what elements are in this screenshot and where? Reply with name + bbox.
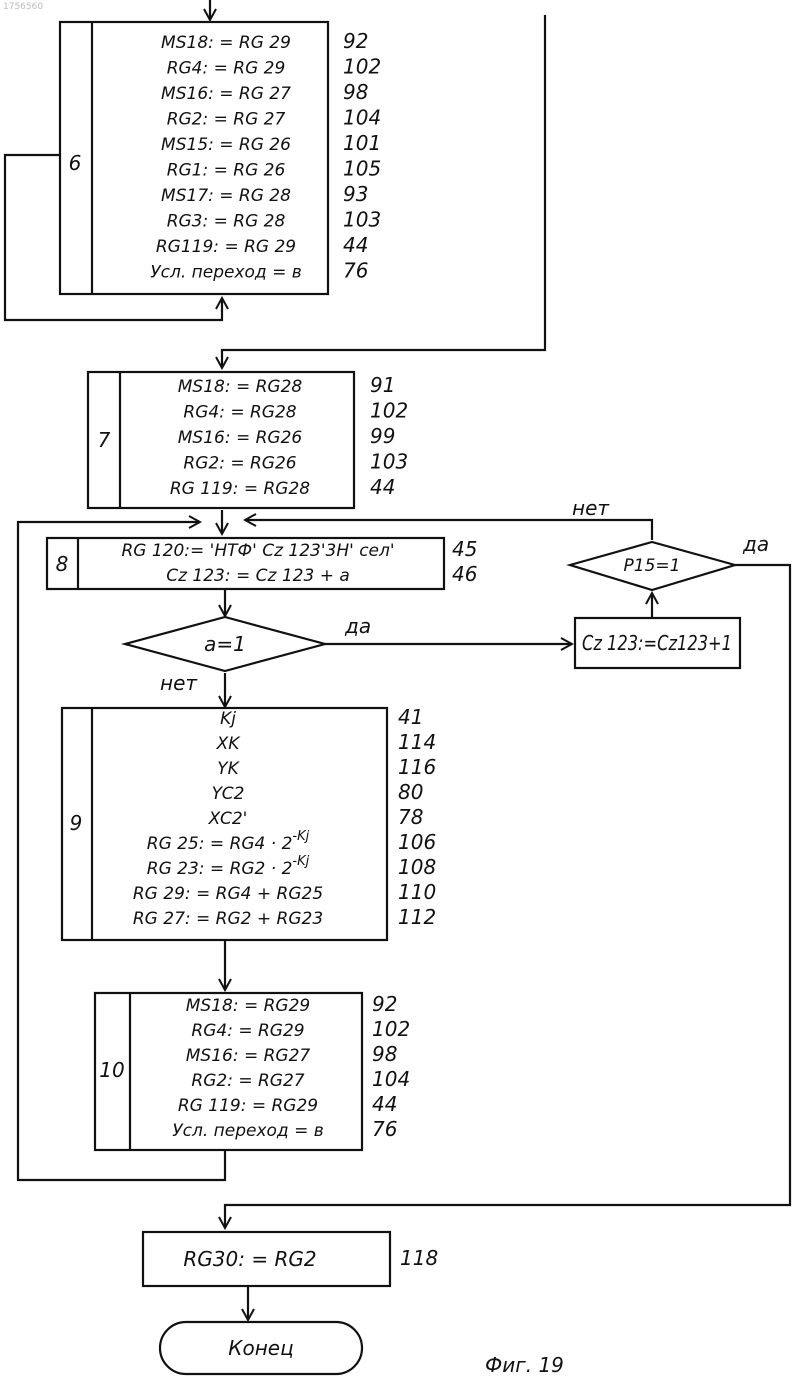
- block-6: 6 MS18: = RG 29 92RG4: = RG 29 102MS16: = …: [60, 22, 381, 294]
- block-10-ref-number: 102: [372, 1017, 410, 1041]
- block-8-label: 8: [56, 552, 69, 576]
- block-7-ref-number: 103: [370, 450, 408, 474]
- block-9-ref-number: 116: [398, 755, 436, 779]
- block-8-statement: Cz 123: = Cz 123 + a: [166, 566, 350, 586]
- decision-p15-text: P15=1: [624, 556, 681, 576]
- block-6-ref-number: 104: [343, 106, 381, 130]
- block-6-ref-number: 103: [343, 208, 381, 232]
- block-10-statement: MS16: = RG27: [186, 1046, 311, 1066]
- block-8-ref-number: 45: [452, 537, 477, 561]
- block-7-ref-number: 102: [370, 399, 408, 423]
- decision-a-text: a=1: [204, 632, 246, 656]
- block-9: 9 Kj41XK114YK116YC280XC2'78RG 25: = RG4 …: [62, 705, 436, 940]
- block-9-statement: XK: [216, 734, 242, 754]
- block-7-ref-number: 91: [370, 373, 395, 397]
- block-9-statement: YC2: [212, 784, 245, 804]
- block-9-statement: XC2': [208, 809, 248, 829]
- block-6-label: 6: [69, 151, 82, 175]
- block-7-statement: MS18: = RG28: [178, 377, 303, 397]
- block-9-ref-number: 41: [398, 705, 423, 729]
- block-8: 8 RG 120:= 'НТФ' Cz 123'3Н' сел' 45 Cz 123…: [47, 537, 477, 589]
- block-8-statement: RG 120:= 'НТФ' Cz 123'3Н' сел': [121, 541, 394, 561]
- block-9-ref-number: 78: [398, 805, 423, 829]
- block-8-ref-number: 46: [452, 562, 477, 586]
- block-10-ref-number: 104: [372, 1067, 410, 1091]
- end-text: Конец: [228, 1336, 293, 1360]
- block-10-statement: Усл. переход = в: [172, 1121, 324, 1141]
- block-7: 7 MS18: = RG28 91RG4: = RG28 102MS16: = RG…: [88, 372, 408, 508]
- block-10-ref-number: 44: [372, 1092, 397, 1116]
- block-6-ref-number: 105: [343, 157, 381, 181]
- block-10-ref-number: 92: [372, 992, 397, 1016]
- block-10-ref-number: 76: [372, 1117, 397, 1141]
- block-6-statement: RG119: = RG 29: [156, 237, 296, 257]
- decision-a-no-label: нет: [160, 671, 198, 695]
- block-6-statement: RG1: = RG 26: [167, 161, 286, 181]
- block-9-statement: Kj: [220, 709, 236, 729]
- block-10-statement: RG2: = RG27: [191, 1071, 304, 1091]
- block-6-statement: RG3: = RG 28: [167, 212, 286, 232]
- end-terminator: Конец: [160, 1322, 362, 1374]
- block-7-ref-number: 44: [370, 475, 395, 499]
- block-10: 10 MS18: = RG29 92RG4: = RG29 102MS16: = R…: [95, 992, 410, 1150]
- figure-caption: Фиг. 19: [485, 1353, 564, 1377]
- block-9-ref-number: 108: [398, 855, 436, 879]
- block-9-ref-number: 110: [398, 880, 436, 904]
- block-6-ref-number: 102: [343, 55, 381, 79]
- block-10-label: 10: [99, 1058, 124, 1082]
- corner-id: 1756560: [3, 2, 43, 12]
- block-6-statement: Усл. переход = в: [150, 263, 302, 283]
- block-rg30: RG30: = RG2 118: [143, 1232, 438, 1286]
- block-6-statement: MS17: = RG 28: [161, 186, 291, 206]
- block-10-statement: MS18: = RG29: [186, 996, 311, 1016]
- block-7-statement: MS16: = RG26: [178, 428, 303, 448]
- block-cz-text: Cz 123:=Cz123+1: [582, 631, 732, 655]
- block-9-statement: YK: [217, 759, 240, 779]
- block-6-ref-number: 92: [343, 29, 368, 53]
- block-9-statement: RG 27: = RG2 + RG23: [133, 909, 323, 929]
- block-6-statement: RG4: = RG 29: [167, 59, 286, 79]
- block-9-ref-number: 80: [398, 780, 423, 804]
- block-9-ref-number: 114: [398, 730, 436, 754]
- block-6-ref-number: 44: [343, 233, 368, 257]
- block-7-rows: MS18: = RG28 91RG4: = RG28 102MS16: = RG26…: [170, 373, 408, 499]
- block-7-ref-number: 99: [370, 424, 395, 448]
- block-rg30-text: RG30: = RG2: [183, 1247, 316, 1271]
- block-10-statement: RG 119: = RG29: [178, 1096, 318, 1116]
- block-6-statement: MS18: = RG 29: [161, 33, 291, 53]
- decision-p15-eq-1: P15=1 да нет: [570, 496, 769, 590]
- block-6-statement: MS15: = RG 26: [161, 135, 291, 155]
- block-6-statement: RG2: = RG 27: [167, 110, 286, 130]
- block-7-statement: RG 119: = RG28: [170, 479, 310, 499]
- block-6-statement: MS16: = RG 27: [161, 84, 291, 104]
- decision-p15-no-label: нет: [572, 496, 610, 520]
- block-10-ref-number: 98: [372, 1042, 397, 1066]
- decision-p15-yes-label: да: [742, 532, 769, 556]
- block-7-label: 7: [98, 428, 111, 452]
- block-9-ref-number: 106: [398, 830, 436, 854]
- decision-a-eq-1: a=1 да нет: [125, 614, 371, 695]
- block-7-statement: RG4: = RG28: [183, 403, 296, 423]
- block-6-ref-number: 98: [343, 80, 368, 104]
- block-6-ref-number: 93: [343, 182, 368, 206]
- block-7-statement: RG2: = RG26: [183, 454, 296, 474]
- block-6-ref-number: 76: [343, 259, 368, 283]
- decision-a-yes-label: да: [344, 614, 371, 638]
- block-6-ref-number: 101: [343, 131, 381, 155]
- block-rg30-num: 118: [400, 1246, 438, 1270]
- block-9-ref-number: 112: [398, 905, 436, 929]
- block-cz-increment: Cz 123:=Cz123+1: [575, 618, 740, 668]
- block-9-statement: RG 29: = RG4 + RG25: [133, 884, 323, 904]
- block-9-label: 9: [70, 811, 83, 835]
- block-10-statement: RG4: = RG29: [191, 1021, 304, 1041]
